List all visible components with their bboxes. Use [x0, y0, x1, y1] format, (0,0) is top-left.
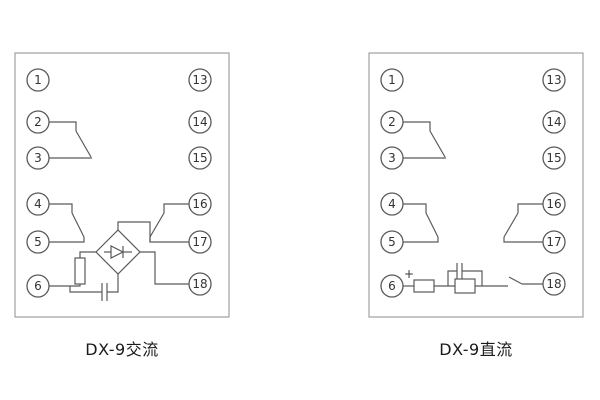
capacitor-icon — [456, 263, 463, 279]
terminal-circle — [188, 192, 212, 216]
terminal-number: 5 — [34, 235, 42, 249]
contact-4-5 — [403, 203, 439, 243]
terminal-circle — [542, 230, 566, 254]
terminal-circle — [380, 110, 404, 134]
terminal-circle — [542, 110, 566, 134]
terminal-circle — [188, 230, 212, 254]
diagram-caption-ac: DX-9交流 — [85, 340, 159, 359]
terminal-circle — [380, 68, 404, 92]
terminal-number: 3 — [34, 151, 42, 165]
resistor-icon — [74, 257, 86, 285]
terminal-number: 2 — [34, 115, 42, 129]
terminal-number: 13 — [546, 73, 561, 87]
terminal-number: 6 — [34, 279, 42, 293]
terminal-number: 5 — [388, 235, 396, 249]
rectifier-circuit — [49, 229, 189, 301]
terminal-circle — [380, 230, 404, 254]
contact-16-17 — [117, 203, 189, 243]
coil-icon — [454, 278, 476, 294]
terminal-circle — [26, 110, 50, 134]
terminals-left: 1 2 3 4 5 6 — [380, 68, 404, 298]
terminal-number: 16 — [546, 197, 561, 211]
terminal-circle — [26, 192, 50, 216]
terminal-number: 16 — [192, 197, 207, 211]
terminals-left: 1 2 3 4 5 6 — [26, 68, 50, 298]
terminal-number: 1 — [388, 73, 396, 87]
terminal-number: 14 — [546, 115, 561, 129]
terminal-circle — [542, 146, 566, 170]
diagram-ac: 1 2 3 4 5 6 13 14 15 16 17 18 — [14, 52, 230, 318]
contact-2-3 — [403, 121, 446, 159]
contact-blade-icon — [503, 212, 519, 238]
resistor-icon — [413, 279, 435, 293]
terminal-number: 2 — [388, 115, 396, 129]
terminals-right: 13 14 15 16 17 18 — [188, 68, 212, 296]
contact-4-5 — [49, 203, 85, 243]
terminal-circle — [542, 192, 566, 216]
terminals-right: 13 14 15 16 17 18 — [542, 68, 566, 296]
terminal-circle — [26, 230, 50, 254]
contact-blade-icon — [508, 276, 523, 285]
contact-blade-icon — [149, 212, 165, 238]
diode-icon — [104, 245, 132, 259]
contact-blade-icon — [425, 212, 439, 238]
terminal-circle — [380, 274, 404, 298]
terminal-circle — [380, 192, 404, 216]
diagram-caption-dc: DX-9直流 — [439, 340, 513, 359]
terminal-number: 15 — [546, 151, 561, 165]
terminal-number: 18 — [546, 277, 561, 291]
terminal-circle — [26, 146, 50, 170]
terminal-number: 4 — [34, 197, 42, 211]
terminal-circle — [188, 68, 212, 92]
terminal-circle — [26, 68, 50, 92]
terminal-number: 17 — [546, 235, 561, 249]
diagram-ac-border — [14, 52, 230, 318]
terminal-circle — [188, 110, 212, 134]
capacitor-icon — [101, 283, 108, 301]
contact-blade-icon — [429, 130, 446, 158]
diagram-dc-border — [368, 52, 584, 318]
terminal-number: 17 — [192, 235, 207, 249]
contact-16-17 — [503, 203, 543, 243]
terminal-number: 3 — [388, 151, 396, 165]
contact-blade-icon — [75, 130, 92, 158]
plus-sign: + — [404, 267, 414, 281]
terminal-circle — [542, 68, 566, 92]
terminal-number: 1 — [34, 73, 42, 87]
terminal-number: 15 — [192, 151, 207, 165]
coil-circuit: + — [403, 263, 543, 294]
terminal-circle — [542, 272, 566, 296]
terminal-number: 18 — [192, 277, 207, 291]
terminal-circle — [26, 274, 50, 298]
terminal-circle — [380, 146, 404, 170]
terminal-number: 6 — [388, 279, 396, 293]
terminal-number: 13 — [192, 73, 207, 87]
terminal-number: 4 — [388, 197, 396, 211]
terminal-circle — [188, 146, 212, 170]
terminal-number: 14 — [192, 115, 207, 129]
bridge-rectifier-icon — [95, 229, 141, 275]
terminal-circle — [188, 272, 212, 296]
contact-blade-icon — [71, 212, 85, 238]
diagram-dc: + 1 2 3 4 5 — [368, 52, 584, 318]
contact-2-3 — [49, 121, 92, 159]
